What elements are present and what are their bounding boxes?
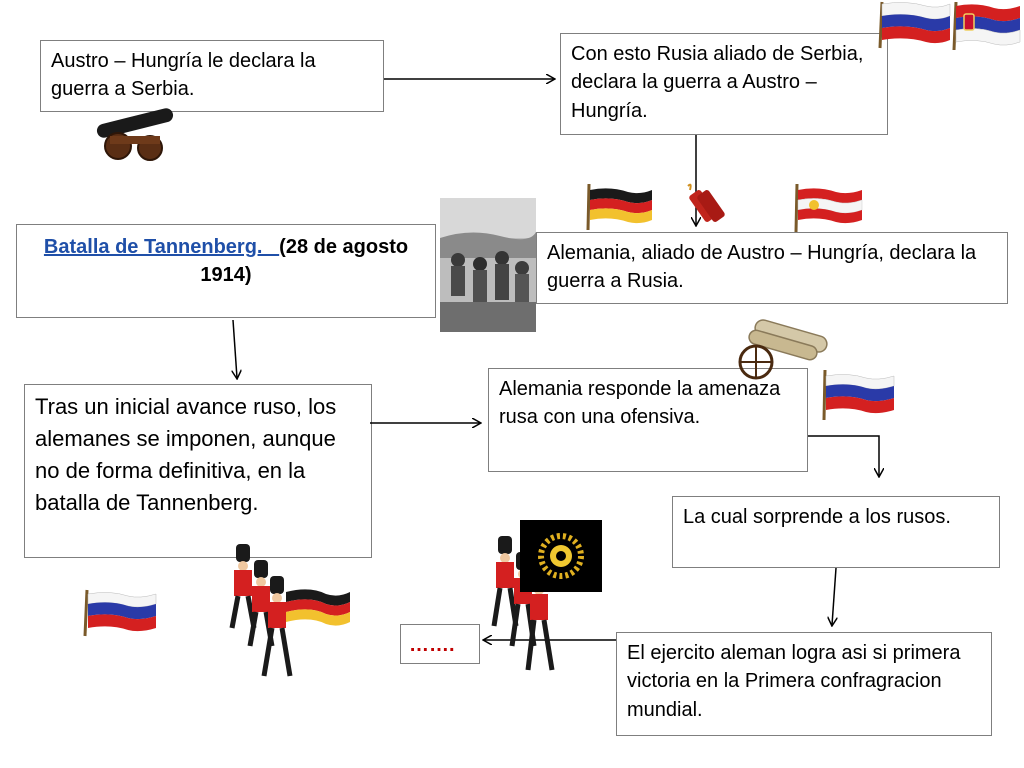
- cannon-icon: [96, 108, 174, 161]
- box-first-victory: El ejercito aleman logra asi si primera …: [616, 632, 992, 736]
- box-german-response: Alemania responde la amenaza rusa con un…: [488, 368, 808, 472]
- tannenberg-link[interactable]: Batalla de Tannenberg.: [43, 236, 280, 258]
- germany-flag-icon: [586, 183, 652, 231]
- box-ellipsis: …….: [400, 624, 480, 664]
- dynamite-icon: [687, 183, 725, 222]
- battle-photo: [440, 198, 536, 332]
- explosion-icon: [520, 520, 602, 592]
- serbia-flag-icon: [952, 1, 1021, 51]
- russia-flag-icon: [878, 1, 951, 49]
- box-russia-declares-war: Con esto Rusia aliado de Serbia, declara…: [560, 33, 888, 135]
- box-text: …….: [409, 634, 455, 656]
- cannon-icon: [738, 319, 828, 380]
- box-surprise: La cual sorprende a los rusos.: [672, 496, 1000, 568]
- box-austria-declares-war: Austro – Hungría le declara la guerra a …: [40, 40, 384, 112]
- box-text: Tras un inicial avance ruso, los alemane…: [35, 394, 337, 515]
- russia-flag-icon: [822, 369, 895, 421]
- box-text: Alemania, aliado de Austro – Hungría, de…: [547, 242, 977, 293]
- box-text: La cual sorprende a los rusos.: [683, 506, 951, 528]
- arrow-response-to-surprise: [808, 435, 879, 476]
- box-text: El ejercito aleman logra asi si primera …: [627, 642, 961, 721]
- arrow-tannenberg-to-advance: [233, 319, 237, 378]
- box-tannenberg-battle: Batalla de Tannenberg. (28 de agosto 191…: [16, 224, 436, 318]
- box-text: Alemania responde la amenaza rusa con un…: [499, 378, 781, 429]
- soldiers-icon: [229, 544, 350, 677]
- box-russian-advance: Tras un inicial avance ruso, los alemane…: [24, 384, 372, 558]
- tannenberg-date: (28 de agosto 1914): [200, 236, 409, 287]
- russia-flag-icon: [83, 589, 157, 637]
- box-germany-declares-war: Alemania, aliado de Austro – Hungría, de…: [536, 232, 1008, 304]
- arrow-surprise-to-victory: [832, 567, 836, 625]
- austria-flag-icon: [794, 183, 863, 233]
- box-text: Con esto Rusia aliado de Serbia, declara…: [571, 43, 864, 122]
- box-text: Austro – Hungría le declara la guerra a …: [51, 50, 316, 101]
